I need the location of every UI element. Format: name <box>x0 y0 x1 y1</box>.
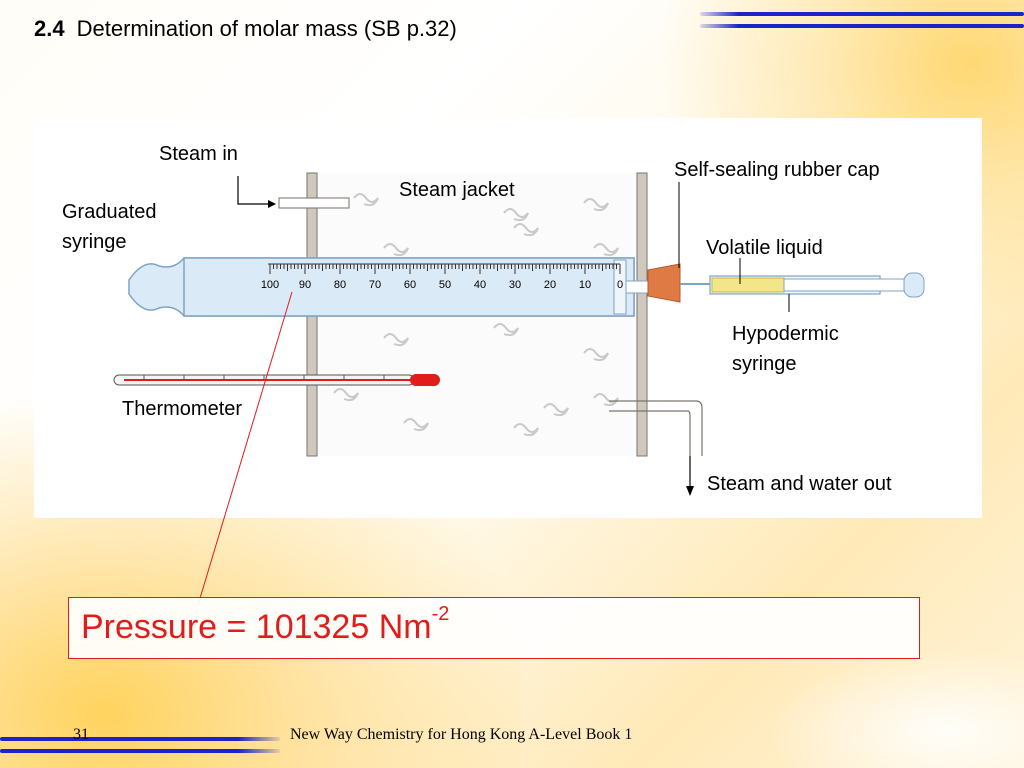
steam-outlet-pipe <box>609 400 703 496</box>
page-number: 31 <box>73 726 89 743</box>
pressure-annotation-box: Pressure = 101325 Nm-2 <box>68 597 920 659</box>
scale-tick-label: 80 <box>334 279 346 291</box>
scale-tick-label: 90 <box>299 279 311 291</box>
book-title: New Way Chemistry for Hong Kong A-Level … <box>290 726 633 743</box>
pressure-annotation: Pressure = 101325 Nm-2 <box>81 603 449 647</box>
scale-tick-label: 10 <box>579 279 591 291</box>
scale-tick-label: 70 <box>369 279 381 291</box>
title-text: Determination of molar mass (SB p.32) <box>76 16 457 41</box>
steam-inlet-pipe <box>237 176 350 209</box>
hypodermic-syringe <box>680 258 925 312</box>
syringe-tick-marks <box>269 264 621 274</box>
scale-tick-label: 40 <box>474 279 486 291</box>
scale-tick-label: 0 <box>617 279 623 291</box>
pressure-label: Pressure = 101325 Nm <box>81 608 432 646</box>
label-graduated-syringe-1: Graduated <box>62 201 157 223</box>
label-steam-water-out: Steam and water out <box>707 473 892 495</box>
label-thermometer: Thermometer <box>122 398 242 420</box>
scale-tick-label: 100 <box>261 279 279 291</box>
label-hypodermic-2: syringe <box>732 353 796 375</box>
scale-tick-label: 30 <box>509 279 521 291</box>
decorative-stripes-top <box>700 10 1024 34</box>
section-number: 2.4 <box>34 16 65 41</box>
label-self-sealing-cap: Self-sealing rubber cap <box>674 159 880 181</box>
steam-wisps <box>333 193 619 437</box>
label-steam-jacket: Steam jacket <box>399 179 515 201</box>
label-volatile-liquid: Volatile liquid <box>706 237 823 259</box>
self-sealing-rubber-cap <box>647 263 681 303</box>
steam-jacket-right-wall <box>636 172 648 457</box>
thermometer <box>113 374 440 386</box>
label-graduated-syringe-2: syringe <box>62 231 126 253</box>
pressure-exponent: -2 <box>431 602 450 625</box>
slide-title: 2.4 Determination of molar mass (SB p.32) <box>34 16 457 42</box>
label-steam-in: Steam in <box>159 143 238 165</box>
scale-tick-label: 20 <box>544 279 556 291</box>
label-hypodermic-1: Hypodermic <box>732 323 839 345</box>
scale-tick-label: 60 <box>404 279 416 291</box>
decorative-stripes-bottom <box>0 735 280 759</box>
scale-tick-label: 50 <box>439 279 451 291</box>
background-glow-bottom-right <box>764 648 1024 768</box>
